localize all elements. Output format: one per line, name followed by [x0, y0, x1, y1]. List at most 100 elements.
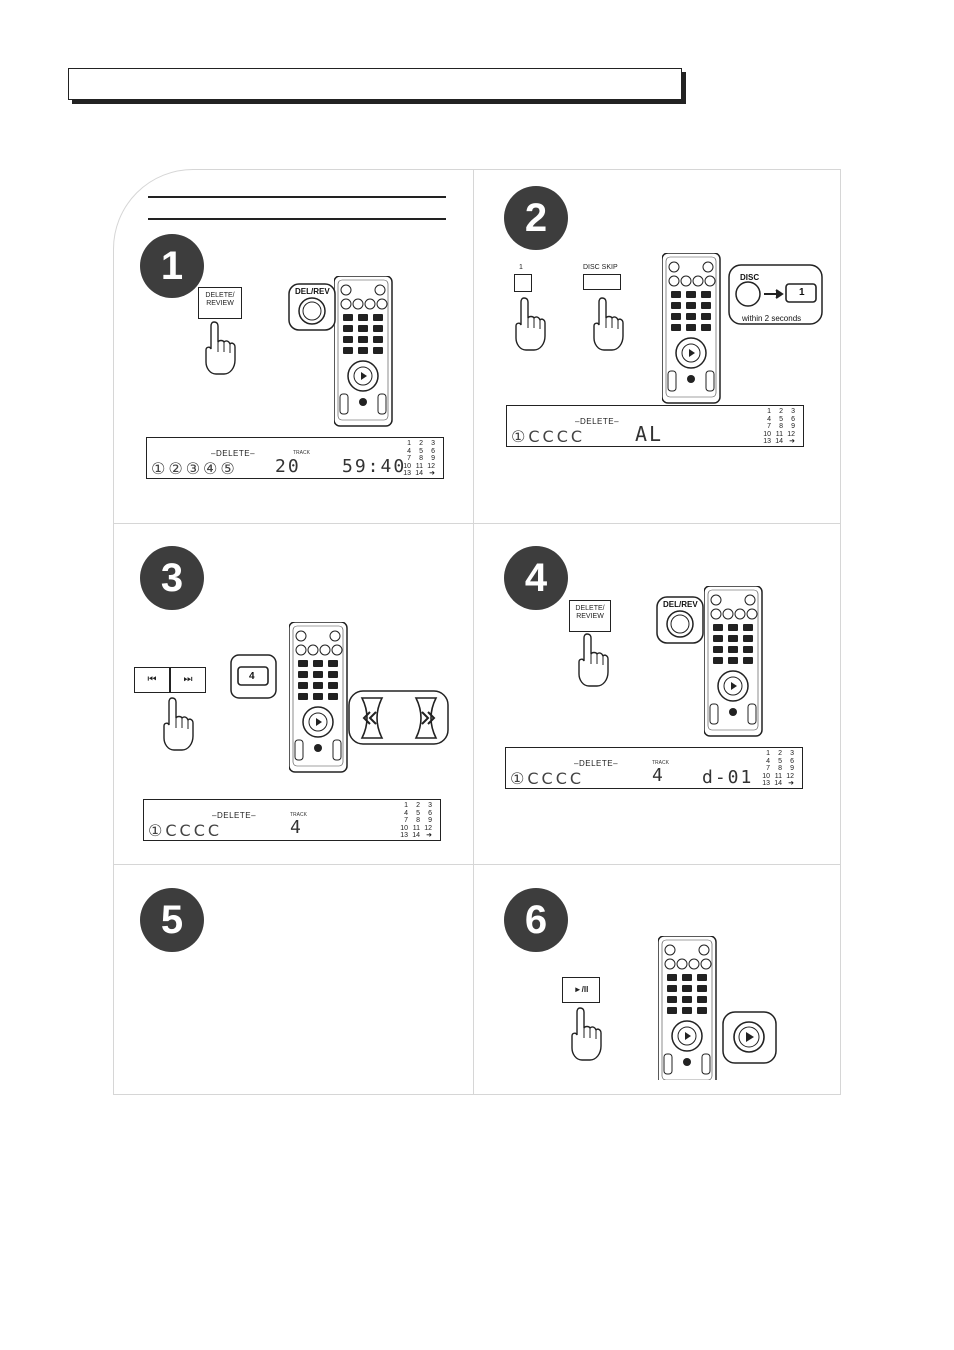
track-grid-cell: 11 [775, 430, 783, 438]
track-grid-cell: 2 [779, 408, 783, 415]
track-grid-cell: 8 [416, 817, 420, 824]
track-grid-cell: ➜ [789, 438, 795, 445]
track-grid-cell: 1 [767, 408, 771, 415]
play-pause-key[interactable]: ►/II [562, 977, 600, 1003]
track-grid-cell: 7 [767, 423, 771, 430]
track-grid-cell: 3 [790, 750, 794, 757]
track-grid-cell: 5 [779, 415, 783, 423]
track-number: 4 [290, 817, 303, 838]
skip-forward-key[interactable]: ⏭ [170, 667, 206, 693]
track-label: TRACK [290, 812, 307, 818]
track-grid-cell: ➜ [788, 780, 794, 787]
delete-indicator: –DELETE– [211, 449, 256, 458]
remote-control-icon [289, 622, 348, 773]
track-grid-cell: 8 [419, 455, 423, 462]
track-grid-row: 1 2 3 [759, 408, 795, 416]
track-grid-cell: 6 [790, 757, 794, 765]
track-grid-cell: 7 [766, 765, 770, 772]
track-grid-cell: 2 [416, 802, 420, 809]
track-grid-row: 1 2 3 [396, 802, 432, 810]
number-4-label: 4 [249, 671, 255, 682]
track-grid-cell: 14 [412, 832, 420, 839]
track-grid-cell: 6 [428, 809, 432, 817]
track-grid-cell: 4 [407, 447, 411, 455]
title-bar [68, 68, 682, 100]
track-grid-cell: 2 [778, 750, 782, 757]
track-grid-cell: 9 [428, 817, 432, 824]
track-grid-cell: 12 [427, 462, 435, 470]
panel-divider-row1 [113, 523, 840, 524]
hand-press-icon [163, 697, 194, 751]
track-grid-row: 13 14 ➜ [759, 438, 795, 446]
play-button-callout [722, 1011, 777, 1064]
delete-review-key[interactable]: DELETE/REVIEW [198, 287, 242, 319]
track-grid-cell: 3 [791, 408, 795, 415]
track-grid-cell: 13 [763, 438, 771, 445]
section-rule-top [148, 196, 446, 198]
track-grid-cell: 9 [791, 423, 795, 430]
track-label: TRACK [293, 450, 310, 456]
delete-indicator: –DELETE– [574, 759, 619, 768]
track-grid-cell: 5 [419, 447, 423, 455]
disc-skip-key[interactable] [583, 274, 621, 290]
disc-indicators: ①CCCC [148, 821, 223, 840]
track-grid-cell: 11 [415, 462, 423, 470]
disc-callout-label: DISC [740, 273, 760, 282]
del-rev-callout [656, 596, 704, 644]
skip-buttons-callout [348, 690, 449, 745]
time-readout: 59:40 [342, 456, 407, 477]
track-grid-cell: 10 [762, 772, 770, 780]
skip-back-key[interactable]: ⏮ [134, 667, 170, 693]
panel-divider-vertical [473, 169, 474, 1094]
remote-control-icon [334, 276, 393, 427]
remote-control-icon [658, 936, 717, 1080]
hand-press-icon [571, 1007, 602, 1061]
track-grid-cell: 1 [404, 802, 408, 809]
track-grid-cell: 9 [790, 765, 794, 772]
track-number: 20 [275, 456, 301, 477]
step-6-badge: 6 [504, 888, 568, 952]
track-grid-row: 10 11 12 [399, 463, 435, 471]
hand-press-icon [578, 633, 609, 687]
delete-review-key[interactable]: DELETE/REVIEW [569, 600, 611, 632]
disc-indicators: ①CCCC [510, 769, 585, 788]
track-grid-cell: 13 [762, 780, 770, 787]
key-1-label: 1 [519, 264, 523, 271]
track-grid-cell: 3 [431, 440, 435, 447]
del-rev-label: DEL/REV [663, 600, 698, 609]
track-grid-cell: 12 [424, 824, 432, 832]
key-1[interactable] [514, 274, 532, 292]
hand-press-icon [593, 297, 624, 351]
remote-control-icon [704, 586, 763, 737]
disc-indicators: ①CCCC [511, 427, 586, 446]
track-grid-cell: 12 [786, 772, 794, 780]
track-grid-cell: 5 [416, 809, 420, 817]
hand-press-icon [515, 297, 546, 351]
track-grid-cell: 14 [775, 438, 783, 445]
step-2-badge: 2 [504, 186, 568, 250]
track-grid-cell: 4 [766, 757, 770, 765]
delete-indicator: –DELETE– [212, 811, 257, 820]
number-4-callout [230, 654, 277, 699]
track-grid-cell: 10 [403, 462, 411, 470]
del-rev-callout [288, 283, 336, 331]
step-1-badge: 1 [140, 234, 204, 298]
track-label: TRACK [652, 760, 669, 766]
section-rule-bottom [148, 218, 446, 220]
track-grid-cell: 3 [428, 802, 432, 809]
